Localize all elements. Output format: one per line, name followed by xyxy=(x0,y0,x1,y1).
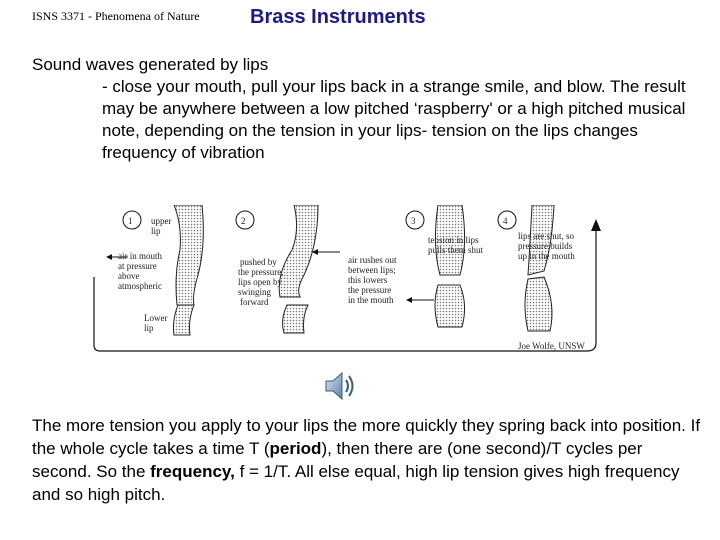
svg-text:swinging: swinging xyxy=(238,287,272,297)
svg-text:upper: upper xyxy=(151,216,172,226)
svg-text:up in the mouth: up in the mouth xyxy=(518,251,575,261)
course-code: ISNS 3371 - Phenomena of Nature xyxy=(32,9,200,23)
term-period: period xyxy=(269,439,322,458)
outro-text-2: ), then there are (one second)/T cycles … xyxy=(32,439,643,481)
svg-text:at pressure: at pressure xyxy=(118,261,157,271)
svg-text:lip: lip xyxy=(151,226,161,236)
svg-text:lips open by: lips open by xyxy=(238,277,282,287)
term-frequency: frequency, xyxy=(150,462,235,481)
lips-stage-4 xyxy=(527,205,555,276)
svg-text:lip: lip xyxy=(144,323,154,333)
svg-text:atmospheric: atmospheric xyxy=(118,281,162,291)
svg-text:air in mouth: air in mouth xyxy=(118,251,162,261)
cycle-loop-arrow xyxy=(93,225,597,352)
svg-text:pushed by: pushed by xyxy=(240,257,277,267)
outro-text-1: The more tension you apply to your lips … xyxy=(32,416,701,458)
intro-paragraph: Sound waves generated by lips - close yo… xyxy=(32,54,692,164)
figure-credit: Joe Wolfe, UNSW xyxy=(518,341,585,351)
intro-lead: Sound waves generated by lips xyxy=(32,55,269,74)
svg-text:in the mouth: in the mouth xyxy=(348,295,394,305)
svg-text:forward: forward xyxy=(240,297,269,307)
svg-text:Lower: Lower xyxy=(144,313,168,323)
lips-stage-3 xyxy=(434,205,466,276)
lip-vibration-diagram: 1 2 3 4 upper lip air in mouth at pressu… xyxy=(93,205,601,352)
svg-text:the pressure: the pressure xyxy=(348,285,391,295)
lips-stage-2 xyxy=(278,205,319,298)
svg-text:pulls them shut: pulls them shut xyxy=(428,245,484,255)
step-4-circle: 4 xyxy=(497,210,517,230)
step-1-circle: 1 xyxy=(122,210,142,230)
lips-stage-1 xyxy=(173,205,204,306)
svg-text:4: 4 xyxy=(503,216,508,226)
svg-text:tension in lips: tension in lips xyxy=(428,235,479,245)
intro-detail: - close your mouth, pull your lips back … xyxy=(102,77,686,162)
svg-text:above: above xyxy=(118,271,140,281)
svg-text:1: 1 xyxy=(128,216,133,226)
svg-text:lips are shut, so: lips are shut, so xyxy=(518,231,574,241)
outro-text-3: f = 1/T. All else equal, high lip tensio… xyxy=(32,462,680,504)
slide-title: Brass Instruments xyxy=(250,6,426,28)
step-2-circle: 2 xyxy=(235,210,255,230)
svg-text:3: 3 xyxy=(411,216,416,226)
svg-text:air rushes out: air rushes out xyxy=(348,255,397,265)
speaker-sound-icon[interactable] xyxy=(322,368,358,404)
svg-text:2: 2 xyxy=(241,216,246,226)
svg-text:the pressure,: the pressure, xyxy=(238,267,283,277)
svg-text:between lips;: between lips; xyxy=(348,265,396,275)
step-3-circle: 3 xyxy=(405,210,425,230)
svg-text:this lowers: this lowers xyxy=(348,275,388,285)
svg-text:pressure builds: pressure builds xyxy=(518,241,573,251)
tension-frequency-paragraph: The more tension you apply to your lips … xyxy=(32,414,702,506)
